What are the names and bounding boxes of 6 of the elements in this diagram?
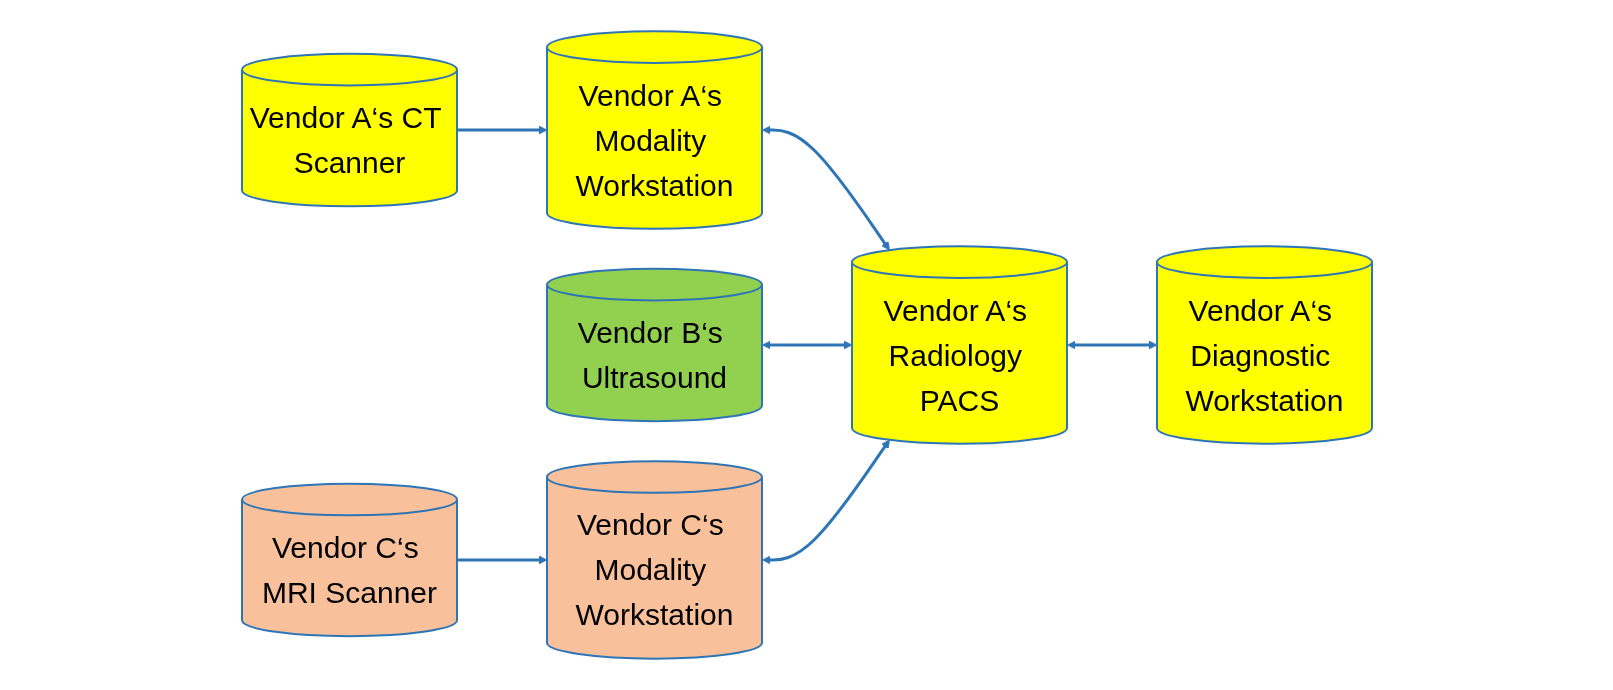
- arrow: [761, 439, 890, 565]
- arrow: [456, 555, 547, 565]
- arrow: [456, 125, 547, 135]
- arrow: [761, 340, 852, 350]
- arrow: [1066, 340, 1157, 350]
- arrow: [761, 125, 890, 251]
